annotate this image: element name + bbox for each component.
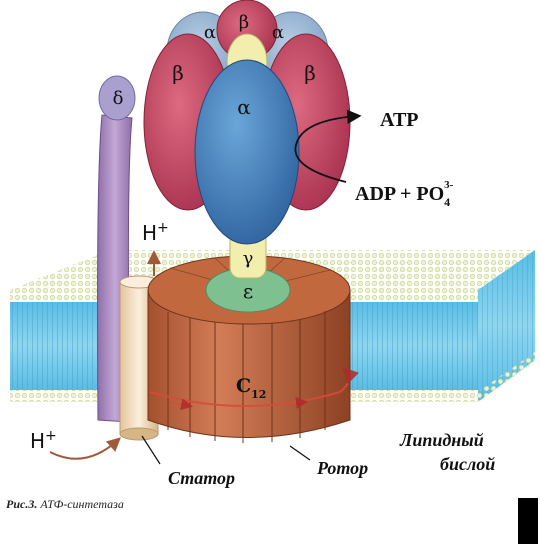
lipid-label-line2: бислой <box>440 454 495 474</box>
h-plus-upper-label: H+ <box>142 220 169 245</box>
beta-left-label: β <box>172 61 184 85</box>
beta-right-label: β <box>304 61 316 85</box>
h-plus-lower-label: H+ <box>30 428 57 453</box>
f1-head <box>143 0 351 245</box>
c12-label: C12 <box>236 375 266 401</box>
h-plus-lower-arrow <box>49 437 121 460</box>
adp-superscript: 3- <box>444 179 454 191</box>
lipid-label-line1: Липидный <box>399 430 484 450</box>
h-plus-lower-plus: + <box>45 428 57 444</box>
h-plus-lower-h: H <box>30 429 45 453</box>
figure-caption: Рис.3. АТФ-синтетаза <box>6 497 124 512</box>
rotor-leader <box>289 445 311 461</box>
adp-label: ADP + PO4 3- <box>355 179 454 209</box>
adp-text: ADP + PO <box>355 183 444 205</box>
rotation-arrow <box>149 367 360 407</box>
alpha-front-label: α <box>237 95 251 119</box>
caption-prefix: Рис.3. <box>6 497 38 511</box>
c12-main: C <box>236 375 251 397</box>
beta-back-label: β <box>239 12 249 33</box>
stator-label: Статор <box>168 468 235 488</box>
alpha-back-right-label: α <box>272 22 284 43</box>
stator-leader <box>141 435 161 465</box>
h-plus-upper-h: H <box>142 221 157 245</box>
adp-subscript: 4 <box>444 195 450 209</box>
rotor-label: Ротор <box>316 458 368 478</box>
alpha-back-left-label: α <box>204 22 216 43</box>
black-bar <box>518 498 538 544</box>
h-plus-upper-plus: + <box>157 220 169 236</box>
delta-label: δ <box>113 88 124 109</box>
atp-label: ATP <box>380 109 419 131</box>
gamma-label: γ <box>243 248 254 269</box>
c12-sub: 12 <box>251 388 266 401</box>
epsilon-label: ε <box>243 279 253 303</box>
atp-arrow <box>294 109 362 183</box>
caption-text: АТФ-синтетаза <box>37 497 124 511</box>
